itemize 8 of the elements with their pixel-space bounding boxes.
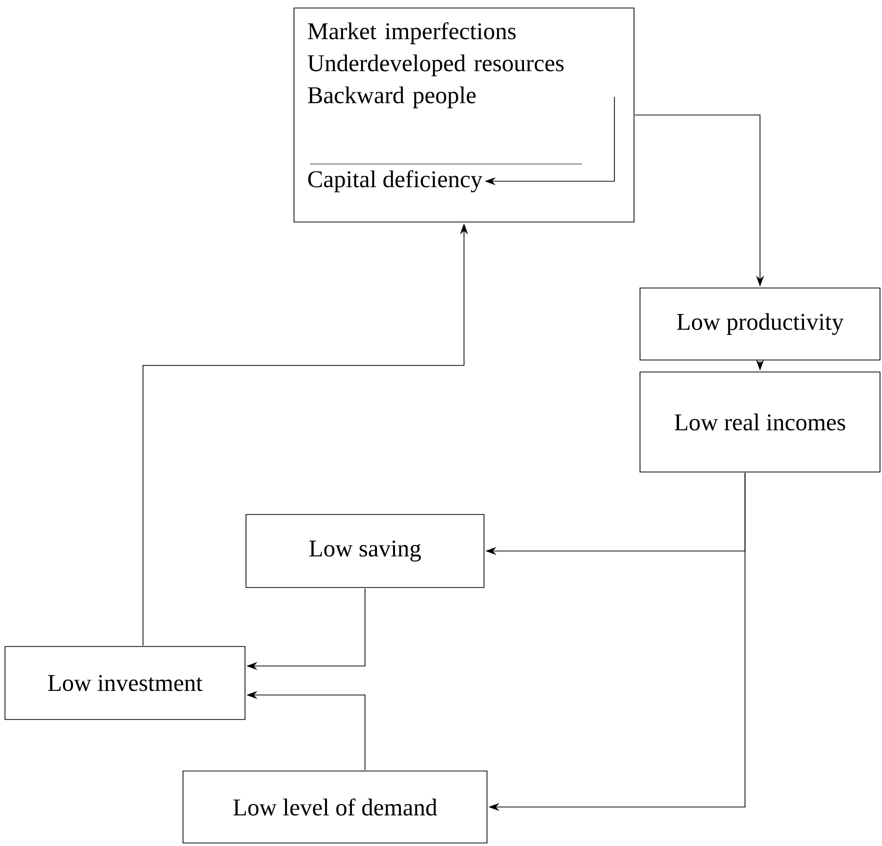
- process-box: Low investment: [4, 646, 246, 720]
- process-box: Low saving: [246, 514, 484, 588]
- outer-box: [294, 8, 634, 222]
- process-box: Low level of demand: [182, 770, 488, 844]
- process-box: Low real incomes: [640, 372, 880, 472]
- process-box: Low productivity: [640, 288, 880, 360]
- box-label: Capital deficiency: [308, 170, 482, 192]
- factor-list: Market imperfections Underdeveloped resources Backward people: [308, 22, 564, 108]
